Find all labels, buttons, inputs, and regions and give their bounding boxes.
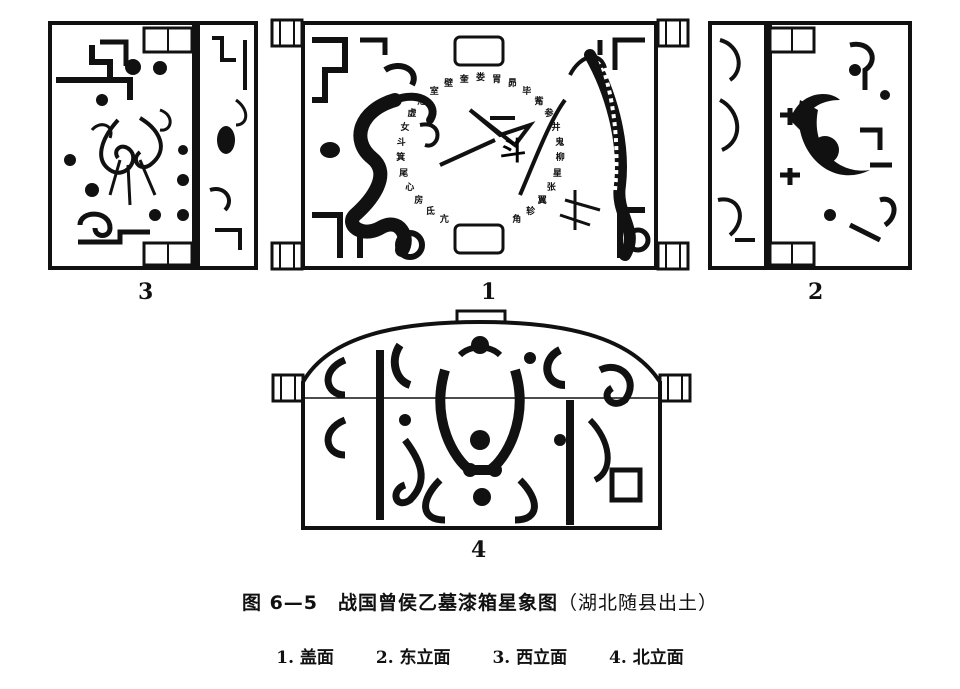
panel-number-east: 2	[808, 279, 824, 305]
panel-number-lid: 1	[481, 279, 497, 305]
figure-caption: 图 6—5 战国曾侯乙墓漆箱星象图（湖北随县出土）	[0, 588, 960, 615]
panel-number-west: 3	[138, 279, 154, 305]
lid-center-glyph: 斗	[500, 137, 526, 167]
lid-panel: 斗	[270, 18, 690, 271]
panel-legend: 1. 盖面 2. 东立面 3. 西立面 4. 北立面	[0, 643, 960, 668]
west-face-panel	[48, 21, 258, 270]
legend-item-lid: 1. 盖面	[276, 648, 334, 668]
panel-number-north: 4	[471, 537, 487, 563]
legend-item-west: 3. 西立面	[492, 648, 568, 668]
caption-source: （湖北随县出土）	[558, 592, 719, 614]
legend-item-north: 4. 北立面	[609, 648, 684, 668]
legend-item-east: 2. 东立面	[375, 648, 451, 668]
east-face-panel	[708, 21, 912, 270]
caption-title: 图 6—5 战国曾侯乙墓漆箱星象图	[241, 592, 559, 614]
north-face-panel	[271, 309, 692, 530]
